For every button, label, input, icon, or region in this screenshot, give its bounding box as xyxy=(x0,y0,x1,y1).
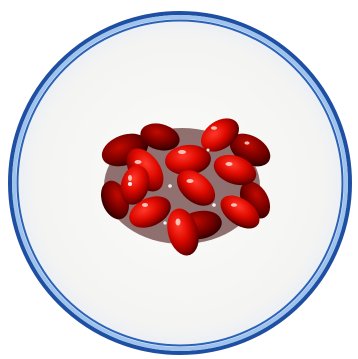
image-canvas xyxy=(0,0,358,359)
bean-dish-illustration xyxy=(0,0,358,359)
